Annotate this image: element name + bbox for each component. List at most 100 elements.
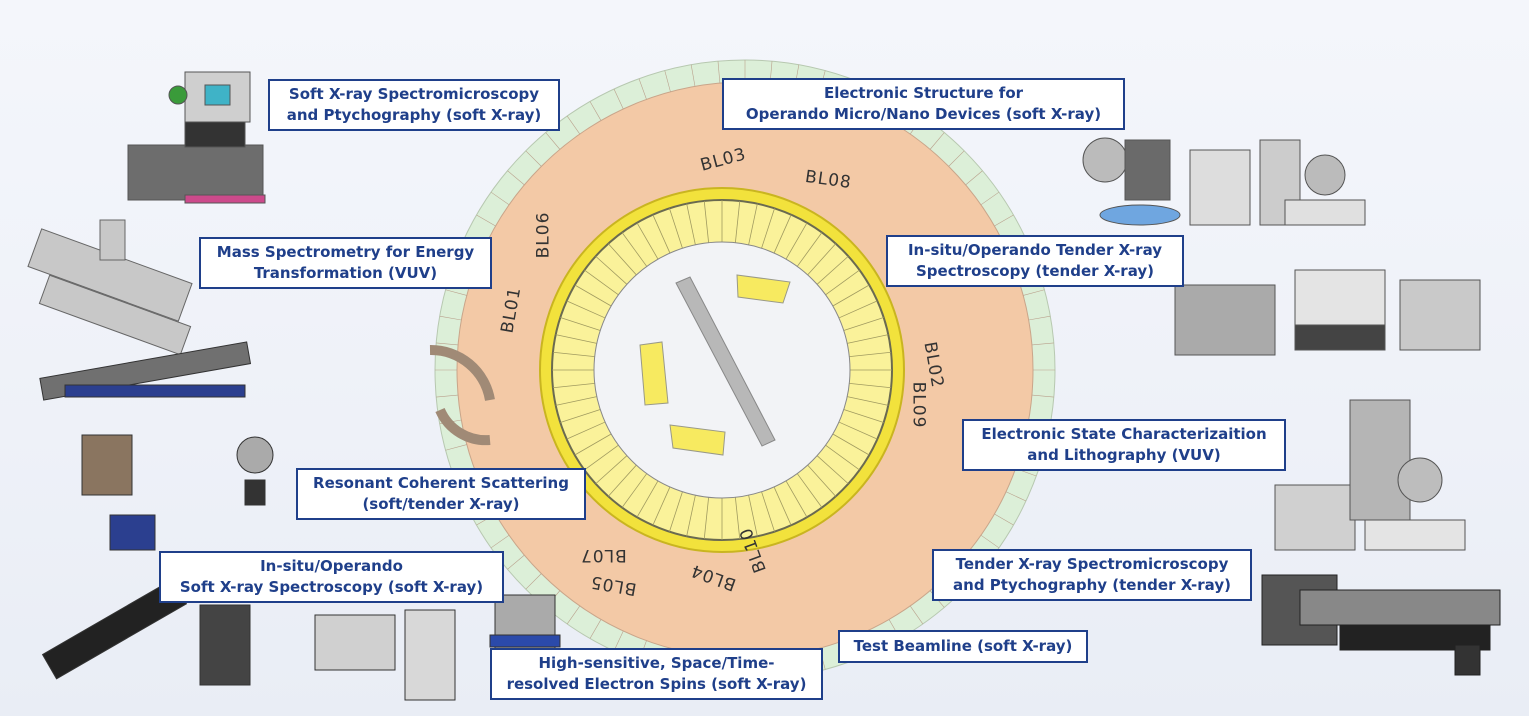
cell-divider (636, 480, 659, 518)
cell-divider (607, 243, 637, 276)
cell-divider (669, 208, 683, 249)
cell-divider (847, 396, 889, 406)
cell-divider (703, 497, 710, 540)
ring-divider (545, 132, 561, 150)
label-title: In-situ/Operando Tender X-ray (907, 241, 1163, 259)
ring-divider (566, 605, 581, 625)
cell-divider (785, 222, 808, 260)
cell-divider (584, 269, 619, 296)
cell-divider (552, 351, 595, 358)
cell-divider (621, 473, 648, 508)
cell-divider (773, 486, 792, 526)
label-subtitle: and Lithography (VUV) (1027, 446, 1221, 464)
cell-divider (595, 455, 628, 485)
ring-divider (1031, 394, 1054, 398)
ring-divider (525, 150, 542, 167)
ring-divider (589, 101, 602, 121)
label-title: High-sensitive, Space/Time- (538, 654, 775, 672)
label-title: Soft X-ray Spectromicroscopy (288, 85, 540, 103)
cell-divider (636, 222, 659, 260)
label-electronic-state-lithography: Electronic State Characterizaition and L… (962, 419, 1286, 471)
label-soft-xray-spectromicroscopy: Soft X-ray Spectromicroscopy and Ptychog… (268, 79, 560, 131)
ring-divider (994, 513, 1014, 526)
cell-divider (843, 409, 884, 423)
label-title: Resonant Coherent Scattering (313, 474, 569, 492)
label-resonant-coherent-scattering: Resonant Coherent Scattering (soft/tende… (296, 468, 586, 520)
ring-divider (929, 132, 945, 150)
ring-divider (490, 191, 510, 206)
label-electronic-structure-operando: Electronic Structure for Operando Micro/… (722, 78, 1125, 130)
cell-divider (566, 421, 606, 440)
ring-divider (690, 64, 696, 87)
ring-divider (1023, 289, 1045, 296)
cell-divider (621, 232, 648, 267)
cell-divider (703, 200, 710, 243)
label-subtitle: (soft/tender X-ray) (362, 495, 520, 513)
ring-divider (507, 170, 525, 186)
cell-divider (825, 269, 860, 296)
cell-divider (555, 334, 597, 344)
cell-divider (816, 255, 849, 285)
ring-divider (994, 214, 1014, 227)
cell-divider (574, 433, 612, 456)
label-subtitle: Soft X-ray Spectroscopy (soft X-ray) (179, 578, 484, 596)
label-title: Tender X-ray Spectromicroscopy (955, 555, 1229, 573)
equipment-bl03 (1082, 137, 1366, 226)
cell-divider (686, 203, 696, 245)
ring-divider (638, 78, 647, 100)
ring-divider (589, 619, 602, 639)
equipment-bl07 (39, 341, 274, 551)
cell-divider (849, 351, 892, 358)
cell-divider (807, 464, 837, 497)
label-title: In-situ/Operando (260, 557, 403, 575)
cell-divider (838, 300, 878, 319)
cell-divider (832, 433, 870, 456)
cell-divider (847, 334, 889, 344)
cell-divider (560, 409, 601, 423)
equipment-bl05 (41, 578, 561, 701)
cell-divider (552, 382, 595, 389)
cell-divider (669, 491, 683, 532)
cell-divider (785, 480, 808, 518)
ring-divider (525, 573, 542, 590)
label-subtitle: resolved Electron Spins (soft X-ray) (506, 675, 807, 693)
label-title: Mass Spectrometry for Energy (216, 243, 475, 261)
label-mass-spectrometry: Mass Spectrometry for Energy Transformat… (199, 237, 492, 289)
cell-divider (843, 317, 884, 331)
label-subtitle: and Ptychography (tender X-ray) (953, 576, 1231, 594)
cell-divider (825, 444, 860, 471)
label-subtitle: Spectroscopy (tender X-ray) (915, 262, 1154, 280)
ring-divider (965, 170, 983, 186)
ring-divider (980, 534, 1000, 549)
cell-divider (652, 486, 671, 526)
equipment-bl01 (127, 71, 266, 204)
cell-divider (761, 491, 775, 532)
cell-divider (566, 300, 606, 319)
ring-divider (439, 315, 462, 321)
label-test-beamline: Test Beamline (soft X-ray) (838, 630, 1088, 663)
ring-divider (717, 61, 721, 84)
ring-divider (980, 191, 1000, 206)
cell-divider (796, 232, 823, 267)
ring-divider (909, 605, 924, 625)
label-title: Test Beamline (soft X-ray) (853, 637, 1073, 655)
equipment-bl08 (1174, 269, 1481, 356)
cell-divider (652, 214, 671, 254)
ring-divider (566, 115, 581, 135)
equipment-bl02 (1274, 399, 1466, 551)
cell-divider (560, 317, 601, 331)
ring-divider (1031, 342, 1054, 346)
label-subtitle: and Ptychography (soft X-ray) (286, 106, 542, 124)
ring-divider (476, 214, 496, 227)
ring-divider (1005, 491, 1027, 502)
ring-divider (445, 289, 467, 296)
ring-divider (490, 534, 510, 549)
label-electron-spins: High-sensitive, Space/Time- resolved Ele… (490, 648, 823, 700)
label-title: Electronic Structure for (823, 84, 1024, 102)
ring-divider (445, 444, 467, 451)
label-tender-xray-spectromicroscopy: Tender X-ray Spectromicroscopy and Ptych… (932, 549, 1252, 601)
cell-divider (748, 203, 758, 245)
cell-divider (761, 208, 775, 249)
